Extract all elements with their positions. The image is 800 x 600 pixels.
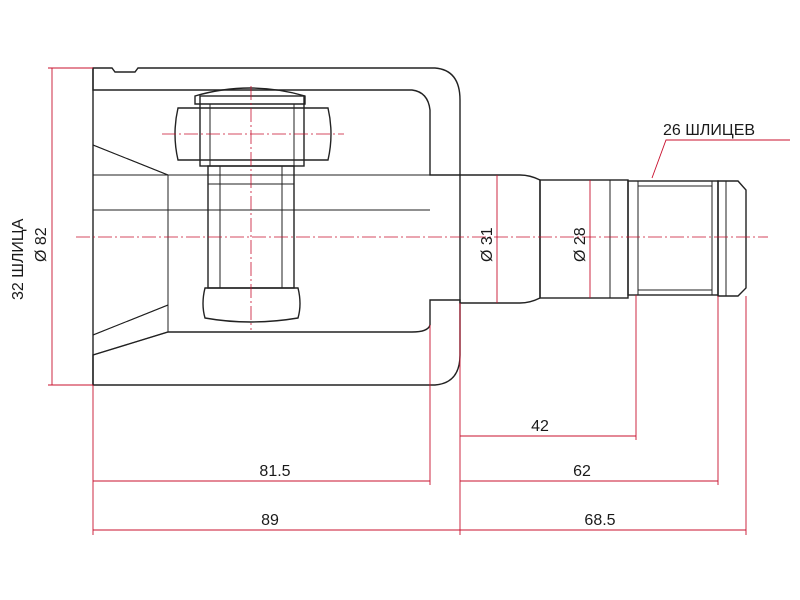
shaft-end-cap xyxy=(717,180,747,297)
label-dim-815: 81.5 xyxy=(259,463,290,480)
housing xyxy=(92,67,461,386)
spline-section xyxy=(627,180,719,296)
center-lines xyxy=(76,86,768,330)
housing-inner-hatch-lower xyxy=(92,304,169,356)
label-shaft-diameter-1: Ø 31 xyxy=(479,227,496,262)
roller-bearing xyxy=(199,95,305,167)
tripod-assembly xyxy=(174,87,332,323)
label-shaft-splines: 26 ШЛИЦЕВ xyxy=(663,122,755,139)
label-housing-diameter: Ø 82 xyxy=(33,227,50,262)
dimension-lines xyxy=(48,67,790,535)
housing-top-wall xyxy=(92,67,461,176)
dimension-labels: 32 ШЛИЦА Ø 82 Ø 31 Ø 28 26 ШЛИЦЕВ 42 81.… xyxy=(10,122,755,529)
roller-bearing-cap xyxy=(194,87,306,105)
roller-upper xyxy=(174,107,332,161)
label-dim-685: 68.5 xyxy=(584,512,615,529)
stub-shaft xyxy=(459,174,747,304)
housing-inner-hatch-upper xyxy=(92,144,169,176)
spline-leader xyxy=(651,139,790,179)
label-shaft-diameter-2: Ø 28 xyxy=(572,227,589,262)
label-dim-89: 89 xyxy=(261,512,279,529)
label-dim-62: 62 xyxy=(573,463,591,480)
label-housing-splines: 32 ШЛИЦА xyxy=(10,218,27,300)
housing-bottom-wall xyxy=(92,299,461,386)
roller-lower xyxy=(202,287,301,323)
label-dim-42: 42 xyxy=(531,418,549,435)
shaft-neck xyxy=(459,174,541,304)
